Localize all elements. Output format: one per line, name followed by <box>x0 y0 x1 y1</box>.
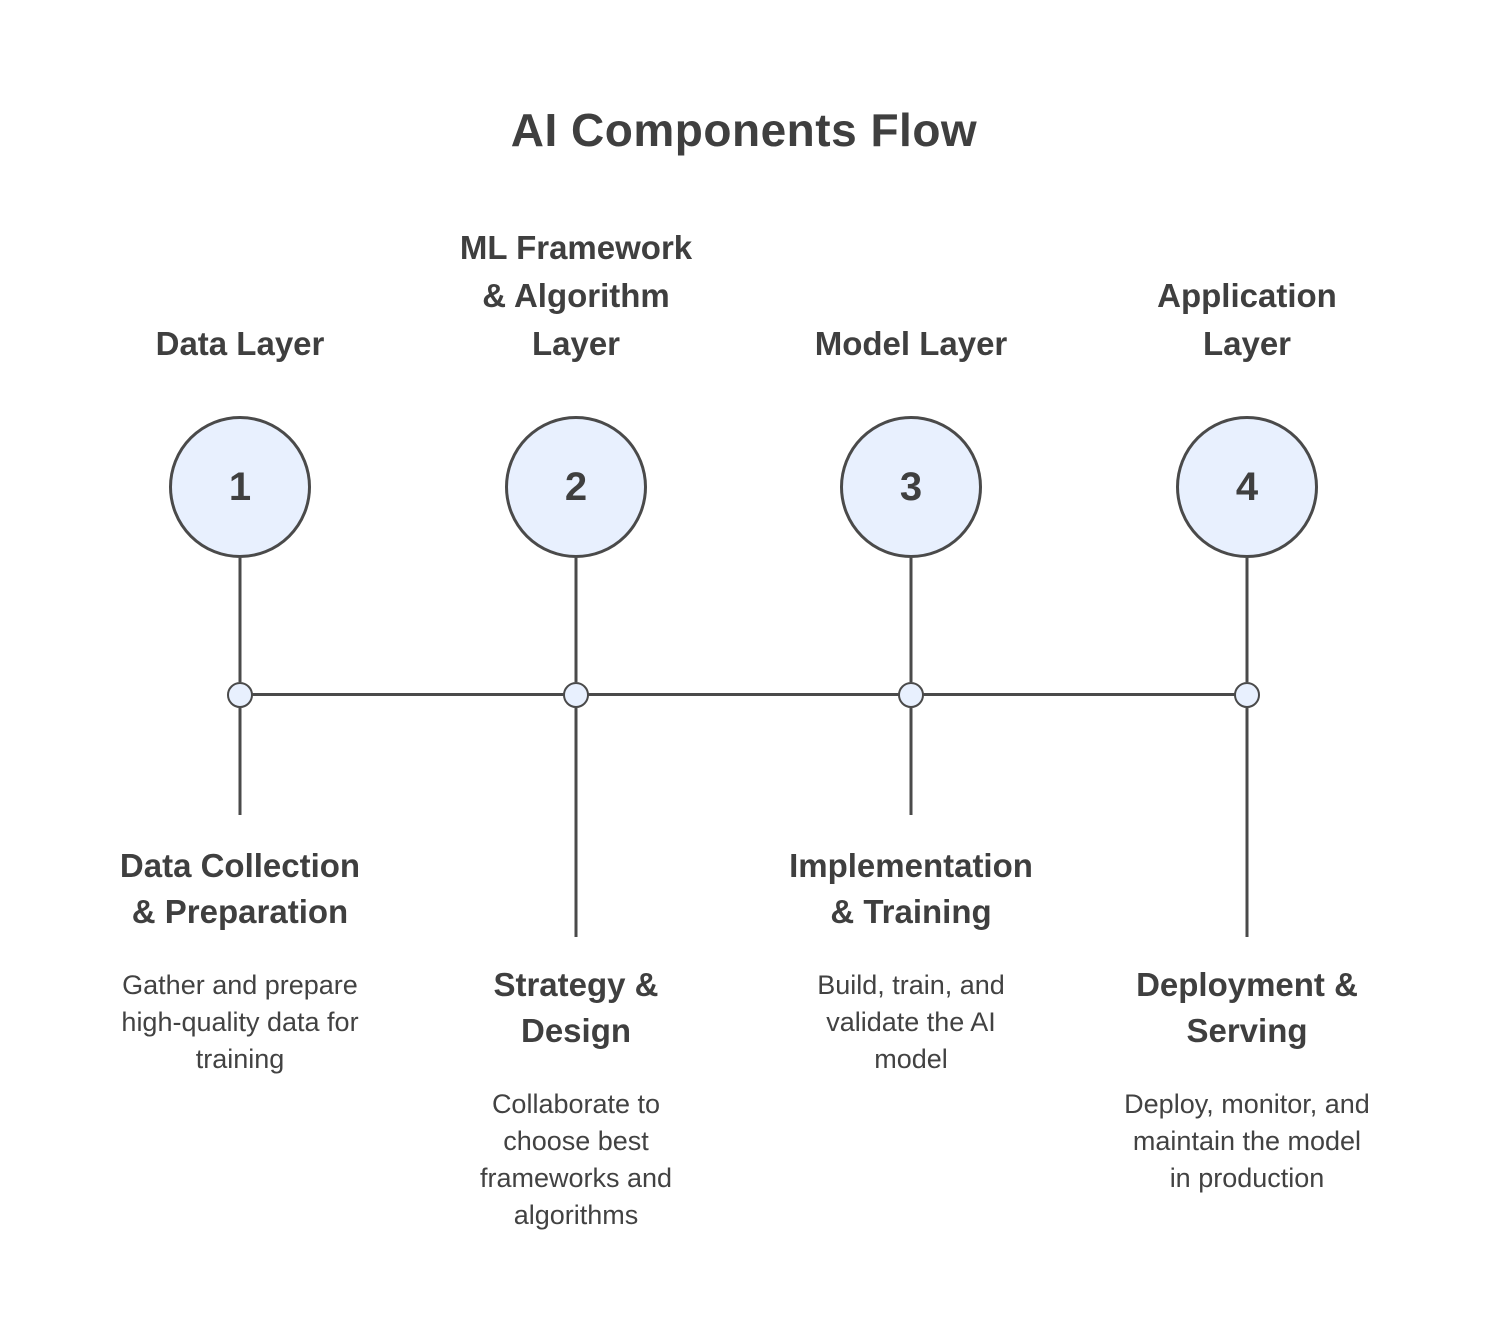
step-heading: Strategy & Design <box>493 966 659 1049</box>
step-detail-block: Implementation & Training Build, train, … <box>741 843 1081 1078</box>
step-number: 3 <box>899 464 923 509</box>
step-detail-block: Deployment & Serving Deploy, monitor, an… <box>1077 962 1417 1197</box>
timeline-node <box>898 682 924 708</box>
connector-line-bottom <box>238 708 242 815</box>
connector-line-top <box>909 558 913 682</box>
step-description: Deploy, monitor, and maintain the model … <box>1124 1089 1370 1193</box>
step-number: 4 <box>1235 464 1259 509</box>
layer-label: Model Layer <box>814 325 1008 362</box>
timeline-node <box>1234 682 1260 708</box>
step-column-1: Data Layer 1 Data Collection & Preparati… <box>70 0 410 1320</box>
step-description: Build, train, and validate the AI model <box>817 970 1005 1074</box>
step-number: 1 <box>228 464 252 509</box>
step-column-2: ML Framework & Algorithm Layer 2 Strateg… <box>406 0 746 1320</box>
layer-label-box: Data Layer <box>70 185 410 368</box>
step-description: Collaborate to choose best frameworks an… <box>479 1089 673 1230</box>
step-heading: Deployment & Serving <box>1136 966 1358 1049</box>
step-heading: Data Collection & Preparation <box>119 847 361 930</box>
timeline-node <box>227 682 253 708</box>
step-description: Gather and prepare high-quality data for… <box>121 970 359 1074</box>
connector-line-bottom <box>574 708 578 937</box>
layer-label-box: Application Layer <box>1077 185 1417 368</box>
connector-line-top <box>574 558 578 682</box>
layer-label: ML Framework & Algorithm Layer <box>459 229 693 362</box>
connector-line-top <box>1245 558 1249 682</box>
layer-label: Data Layer <box>155 325 325 362</box>
step-number-circle: 4 <box>1176 416 1318 558</box>
step-detail-block: Data Collection & Preparation Gather and… <box>70 843 410 1078</box>
layer-label-box: Model Layer <box>741 185 1081 368</box>
timeline-node <box>563 682 589 708</box>
layer-label: Application Layer <box>1157 277 1337 362</box>
step-number: 2 <box>564 464 588 509</box>
step-number-circle: 3 <box>840 416 982 558</box>
timeline-connector-line <box>240 693 1247 696</box>
connector-line-bottom <box>1245 708 1249 937</box>
step-heading: Implementation & Training <box>789 847 1033 930</box>
step-column-3: Model Layer 3 Implementation & Training … <box>741 0 1081 1320</box>
step-column-4: Application Layer 4 Deployment & Serving… <box>1077 0 1417 1320</box>
connector-line-bottom <box>909 708 913 815</box>
connector-line-top <box>238 558 242 682</box>
step-detail-block: Strategy & Design Collaborate to choose … <box>406 962 746 1234</box>
step-number-circle: 1 <box>169 416 311 558</box>
step-number-circle: 2 <box>505 416 647 558</box>
layer-label-box: ML Framework & Algorithm Layer <box>406 185 746 368</box>
diagram-title: AI Components Flow <box>510 104 978 156</box>
